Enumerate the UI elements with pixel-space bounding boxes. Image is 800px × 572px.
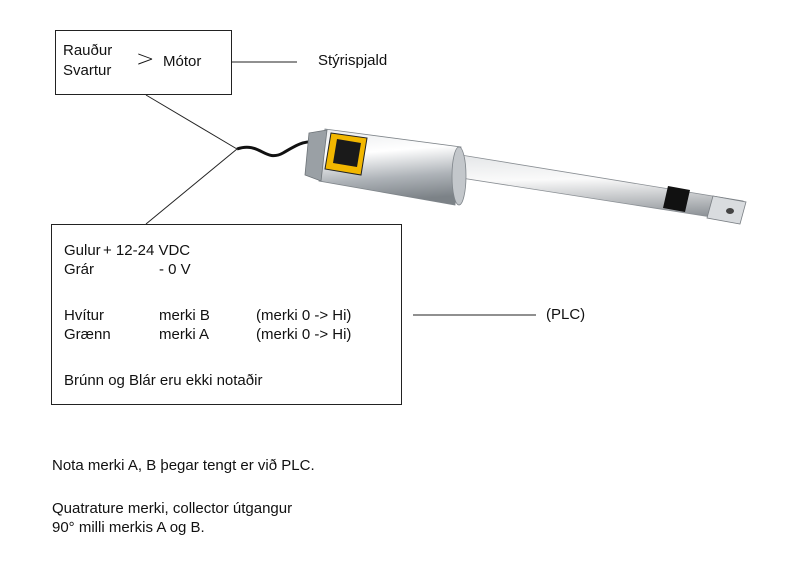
actuator-sleeve: [663, 186, 690, 212]
join-symbol: >: [136, 47, 155, 72]
wire-name: Hvítur: [64, 307, 105, 324]
wire-value: merki A: [159, 326, 210, 343]
note-line-1: Nota merki A, B þegar tengt er við PLC.: [52, 457, 315, 474]
wire-value: - 0 V: [159, 261, 191, 278]
signal-box: [51, 224, 402, 405]
note-line-2: Quatrature merki, collector útgangur: [52, 500, 293, 517]
linear-actuator-icon: [236, 128, 747, 225]
wire-note: (merki 0 -> Hi): [256, 326, 352, 343]
wire-name: Grænn: [64, 326, 111, 343]
motor-box: [55, 30, 232, 95]
motor-label: Mótor: [163, 53, 202, 70]
plc-label: (PLC): [546, 306, 586, 323]
unused-wires-note: Brúnn og Blár eru ekki notaðir: [64, 372, 263, 389]
red-wire-label: Rauður: [63, 42, 113, 59]
cable-to-signal-box-line: [145, 148, 238, 225]
black-wire-label: Svartur: [63, 62, 112, 79]
wire-note: (merki 0 -> Hi): [256, 307, 352, 324]
wire-value: merki B: [159, 307, 210, 324]
wire-name: Gulur: [64, 242, 101, 259]
control-panel-label: Stýrispjald: [318, 52, 388, 69]
actuator-end-cap: [304, 129, 328, 182]
wire-value: + 12-24 VDC: [103, 242, 191, 259]
actuator-rod: [454, 154, 744, 222]
motor-box-to-cable-line: [145, 94, 238, 150]
wire-name: Grár: [64, 261, 94, 278]
note-line-3: 90° milli merkis A og B.: [52, 519, 205, 536]
